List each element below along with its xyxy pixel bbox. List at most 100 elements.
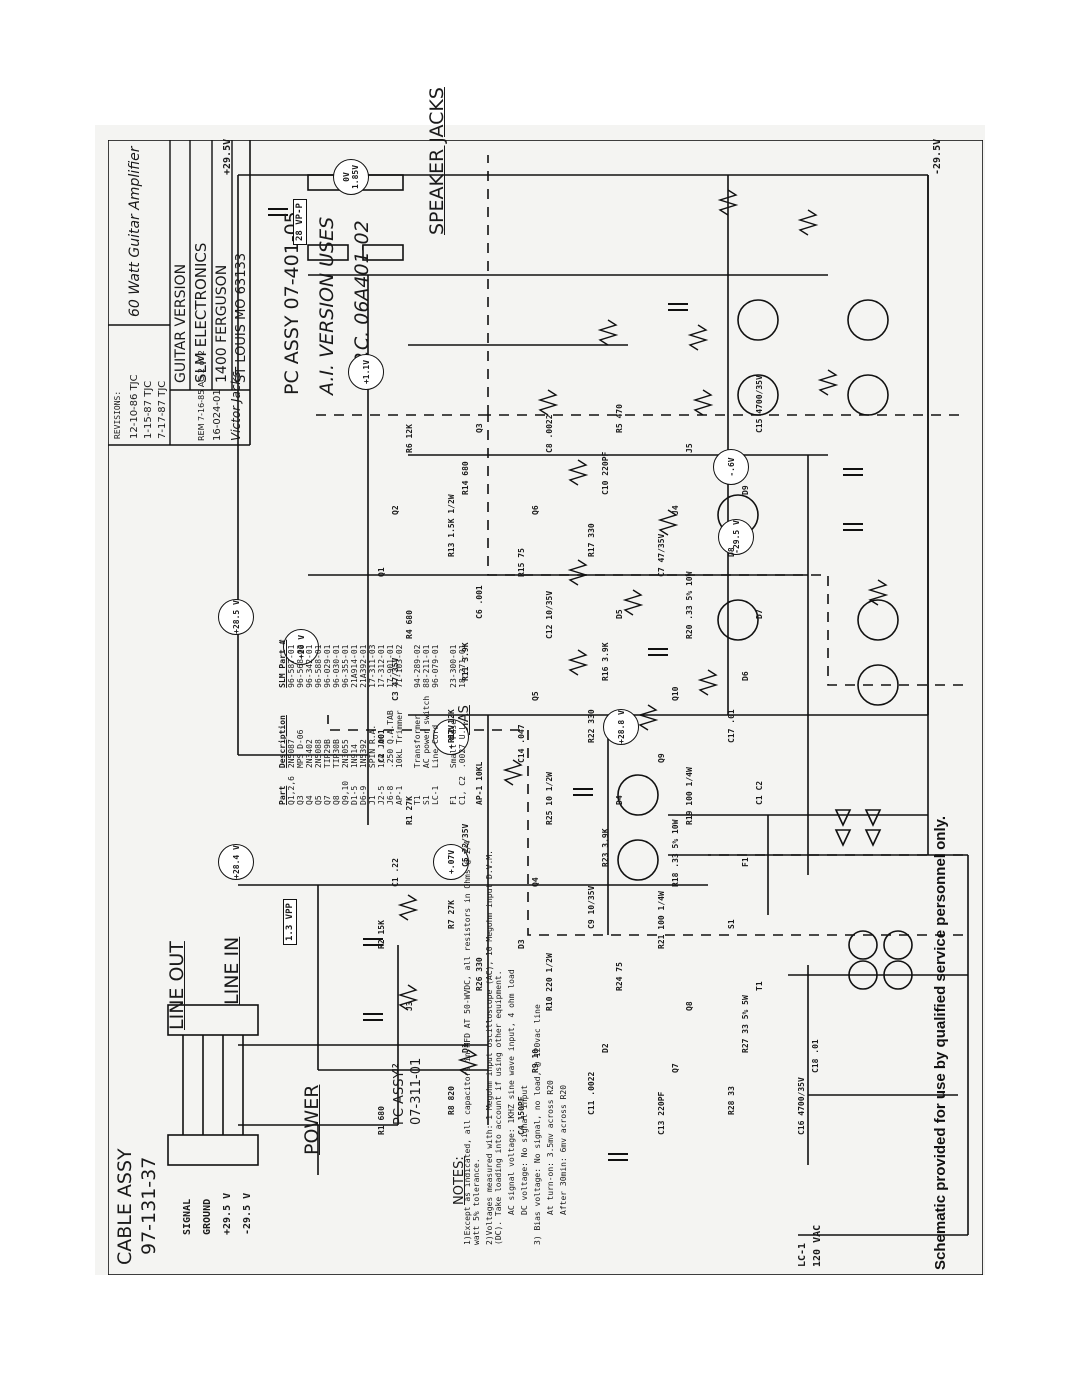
component-label: R13 1.5K 1/2W	[447, 494, 456, 557]
power-pc-assy-number: 07-311-01	[409, 1057, 424, 1125]
component-label: T1	[755, 981, 764, 991]
title-block-grid	[108, 140, 250, 445]
parts-cell: J6-8	[386, 785, 395, 805]
component-label: J5	[685, 443, 694, 453]
component-label: AP-1 10KL	[475, 761, 484, 805]
vpp-out-box: 28 VP-P	[293, 199, 307, 245]
component-label: C1 .22	[391, 858, 400, 887]
parts-cell: 96-079-01	[431, 644, 440, 688]
component-label: C18 .01	[811, 1039, 820, 1073]
parts-cell	[404, 768, 413, 805]
revision-2: 1-15-87 TJC	[143, 380, 154, 439]
component-label: D4	[615, 795, 624, 805]
parts-cell: 17-311-03	[368, 644, 377, 688]
parts-col-description: Description	[278, 715, 287, 769]
parts-col-part: Part	[278, 785, 287, 805]
parts-cell: 96-342-01	[305, 644, 314, 688]
voltage-tag-6: +28.8 V	[603, 709, 639, 745]
parts-cell: 21A914-01	[350, 644, 359, 688]
component-label: R28 33	[727, 1086, 736, 1115]
parts-cell: 2N5088	[314, 739, 323, 769]
parts-cell	[440, 768, 449, 805]
address-line-2: ST LOUIS MO 63133	[234, 252, 249, 383]
parts-cell: F1	[449, 795, 458, 805]
cable-pin-signal: SIGNAL	[182, 1198, 193, 1235]
component-label: R18 .33 5% 10W	[671, 819, 680, 887]
component-label: D9	[741, 485, 750, 495]
revision-3: 7-17-87 TJC	[157, 380, 168, 439]
revisions-label: REVISIONS:	[113, 390, 122, 439]
rev-line: REM 7-16-85 AG 2 of 2	[197, 350, 206, 441]
note-1: 1)Except as indicated, all capacitors in…	[463, 840, 481, 1245]
parts-cell: LC-1	[431, 785, 440, 805]
parts-cell: AP-1	[395, 785, 404, 805]
component-label: R19 100 1/4W	[685, 767, 694, 825]
component-label: C11 .0022	[587, 1071, 596, 1115]
drawing-number: 16-024-01	[212, 389, 223, 441]
parts-cell: 21A392-01	[359, 644, 368, 688]
parts-cell: 1N5392	[359, 739, 368, 769]
component-label: F1	[741, 857, 750, 867]
revision-1: 12-10-86 TJC	[129, 374, 140, 439]
parts-col-slm: SLM Part #	[278, 639, 287, 688]
parts-cell: D1-5	[350, 785, 359, 805]
parts-row: D1-5 1N914 21A914-01	[350, 632, 359, 805]
component-label: R21 100 1/4W	[657, 891, 666, 949]
parts-cell: J1	[368, 795, 377, 805]
note-2: 2)Voltages measured with: 1 Megohm input…	[485, 850, 503, 1245]
parts-cell: Line Cord	[431, 724, 440, 769]
component-label: R15 75	[517, 548, 526, 577]
schematic-wiring	[108, 140, 983, 1275]
component-label: C8 .0022	[545, 414, 554, 453]
note-turn-on: At turn-on: 3.5mv across R20	[546, 1080, 555, 1215]
note-dc-voltage: DC voltage: No signal input	[520, 1084, 529, 1215]
cable-pin-ground: GROUND	[202, 1198, 213, 1235]
parts-cell: AC power switch	[422, 695, 431, 769]
component-label: R2 15K	[377, 920, 386, 949]
note-after-30min: After 30min: 6mv across R20	[559, 1084, 568, 1215]
component-label: C12 10/35V	[545, 590, 554, 639]
parts-cell: J2-5	[377, 785, 386, 805]
component-label: R25 10 1/2W	[545, 772, 554, 825]
component-label: R27 33 5% 5W	[741, 995, 750, 1053]
vpp-in-box: 1.3 VPP	[283, 899, 297, 945]
power-pc-assy-label: PC ASSY	[392, 1070, 407, 1125]
component-label: C14 .047	[517, 724, 526, 763]
line-out-label: LINE OUT	[166, 941, 188, 1030]
parts-cell: Q5	[314, 795, 323, 805]
component-label: Q7	[671, 1063, 680, 1073]
drawing-title: 60 Watt Guitar Amplifier	[127, 146, 143, 317]
voltage-tag-7: +1.1V	[348, 354, 384, 390]
component-label: C16 4700/35V	[797, 1077, 806, 1135]
speaker-jacks-label: SPEAKER JACKS	[426, 87, 448, 235]
component-label: R8 820	[447, 1086, 456, 1115]
component-label: R23 3.9K	[601, 828, 610, 867]
parts-row: Q5 2N5088 96-588-01	[314, 632, 323, 805]
parts-cell: 96-568-02	[296, 644, 305, 688]
parts-cell: Q1,2,6	[287, 776, 296, 805]
cable-pin-neg: -29.5 V	[242, 1192, 253, 1235]
parts-cell: 96-588-01	[314, 644, 323, 688]
component-label: J2	[391, 1063, 400, 1073]
component-label: R7 27K	[447, 900, 456, 929]
component-label: Q6	[531, 505, 540, 515]
component-label: D6	[741, 671, 750, 681]
parts-cell: 96-029-01	[323, 644, 332, 688]
power-label: POWER	[301, 1084, 323, 1155]
component-label: C6 .001	[475, 585, 484, 619]
component-label: C10 220PF	[601, 451, 610, 495]
parts-cell: 96-355-01	[341, 644, 350, 688]
parts-cell: 1N914	[350, 744, 359, 769]
parts-row: LC-1 Line Cord 96-079-01	[431, 632, 440, 805]
component-label: C17 .01	[727, 709, 736, 743]
